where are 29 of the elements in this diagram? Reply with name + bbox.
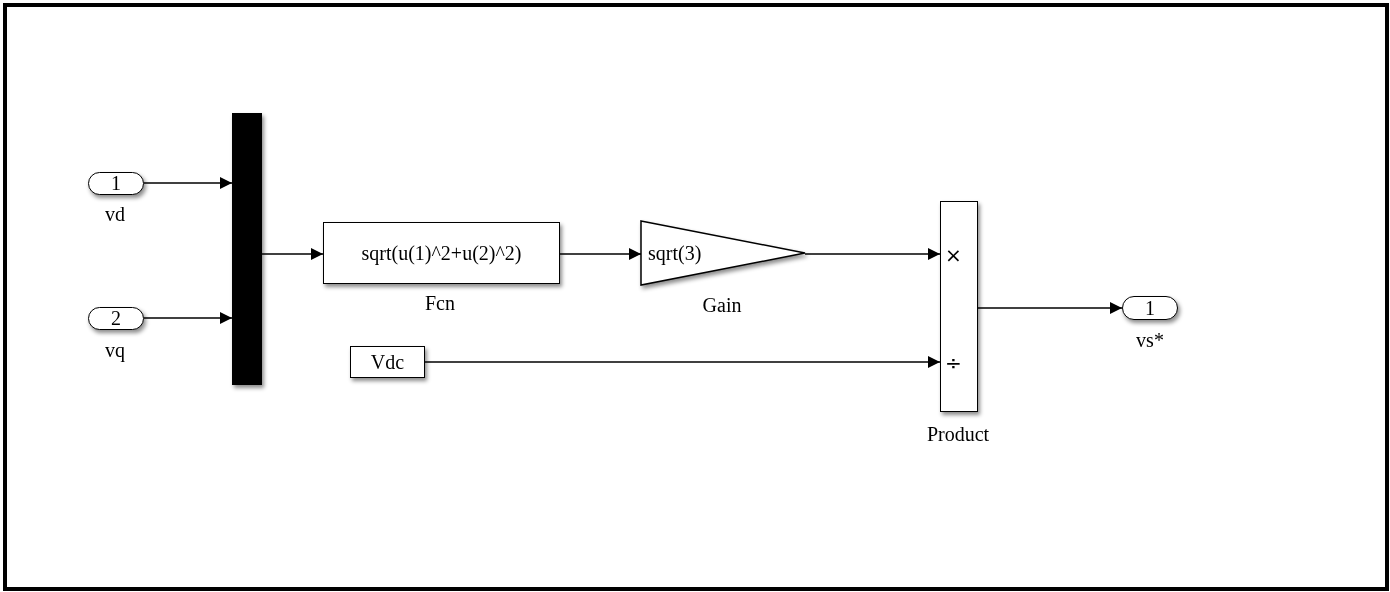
block-expression: Vdc <box>370 350 405 374</box>
signal-arrow <box>143 312 233 324</box>
port-number: 1 <box>111 172 121 195</box>
block-expression: sqrt(u(1)^2+u(2)^2) <box>361 241 522 265</box>
block-name: Fcn <box>425 293 455 313</box>
signal-arrow <box>559 248 642 260</box>
port-block <box>88 172 144 195</box>
gain-triangle <box>641 221 805 285</box>
signal-arrow <box>977 302 1123 314</box>
block-name: vs* <box>1136 330 1164 350</box>
signal-arrow <box>804 248 941 260</box>
port-number: 2 <box>111 307 121 330</box>
signal-arrow <box>424 356 941 368</box>
signal-arrow <box>261 248 324 260</box>
block-name: vq <box>105 340 125 360</box>
mux-bar <box>232 113 262 385</box>
function-block <box>350 346 425 378</box>
block-name: Product <box>926 424 990 444</box>
port-sign: × <box>945 245 962 265</box>
port-block <box>88 307 144 330</box>
signal-arrow <box>143 177 233 189</box>
gain-value: sqrt(3) <box>648 241 702 265</box>
port-block <box>1122 296 1178 320</box>
product-block <box>940 201 978 412</box>
port-number: 1 <box>1145 296 1155 320</box>
block-name: Gain <box>702 295 742 315</box>
block-name: vd <box>105 204 125 224</box>
function-block <box>323 222 560 284</box>
port-sign: ÷ <box>945 353 962 373</box>
